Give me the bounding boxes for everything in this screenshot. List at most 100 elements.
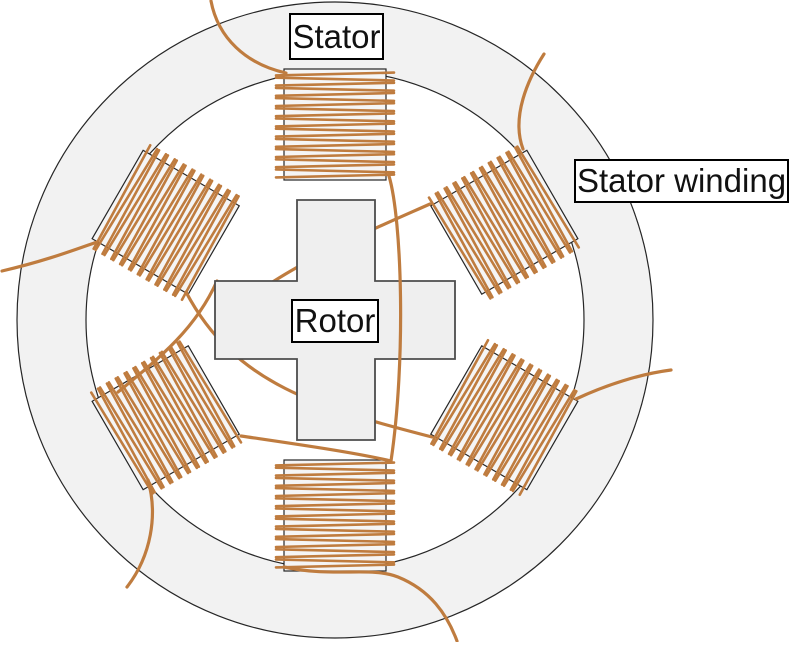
coil-turn (274, 137, 396, 143)
coil-turn (151, 355, 216, 459)
coil-turn (156, 183, 221, 287)
coil-turn (274, 173, 396, 179)
coil-turn (498, 155, 563, 259)
coil-turn (487, 161, 547, 268)
coil-turn (274, 127, 396, 133)
coil-turn (89, 391, 154, 495)
coil-turn (432, 342, 497, 447)
rotor-label-box (291, 299, 379, 343)
coil-lead-wire (0, 240, 99, 273)
coil-turn (491, 374, 552, 481)
coil-turn (138, 173, 203, 277)
coil-turn (518, 389, 578, 497)
coil-turn (118, 159, 179, 266)
coil-turn (149, 356, 209, 463)
coil-turn (274, 481, 396, 488)
coil-turn (114, 377, 174, 484)
coil-turn (123, 372, 183, 479)
coil-turn (173, 193, 238, 298)
coil-turn (274, 86, 396, 92)
stator-winding-label: Stator winding (577, 162, 786, 199)
coil-lead-wire (282, 565, 459, 643)
coil-turn (167, 346, 227, 453)
coil-turn (98, 386, 163, 490)
coil-turn (449, 353, 514, 457)
coil-turn (134, 365, 199, 470)
coil-turn (447, 349, 507, 456)
stator-winding-label-box (574, 159, 789, 203)
coil-turn (443, 187, 503, 294)
coil-turn (145, 174, 205, 281)
coil-turn (274, 522, 396, 528)
coil-lead-wire (184, 290, 434, 439)
coil-turn (101, 149, 161, 256)
coil-lead-wires-over (0, 0, 673, 643)
coil-turn (274, 76, 396, 82)
coil-turn (511, 388, 576, 493)
coil-turn (483, 369, 543, 476)
coil-turn (274, 553, 396, 559)
coil-turn (274, 517, 396, 523)
coil-turn (452, 182, 512, 289)
coil-turn (274, 537, 396, 544)
coil-turn (274, 71, 396, 77)
coil-turn (474, 364, 534, 471)
coil-turn (129, 168, 194, 272)
coil-turn (461, 177, 521, 284)
coil-turn (142, 360, 207, 465)
coil-turn (469, 171, 530, 279)
coil-turn (467, 363, 532, 467)
coil-turn (454, 181, 519, 285)
coil-turn (274, 563, 396, 569)
coil-turn (496, 156, 556, 263)
coil-turn (489, 160, 554, 264)
coil-turn (507, 150, 572, 254)
coil-turn (274, 466, 396, 472)
coil-turn (105, 382, 165, 489)
coil-turn (478, 166, 538, 274)
coil-turn (160, 350, 225, 454)
stator-winding-label-group: Stator winding (574, 159, 789, 203)
coil-turn (140, 361, 201, 469)
coil-turn (471, 170, 536, 275)
coil-turn (127, 164, 187, 271)
coil-turn (274, 81, 396, 87)
coil-turn (274, 152, 396, 159)
coil-turn (440, 347, 505, 452)
coil-turn (112, 158, 177, 262)
coil-turn (274, 117, 396, 123)
coil-turn (103, 152, 168, 257)
coil-turn (169, 345, 234, 449)
stator-pole (427, 145, 581, 300)
coil-turn (514, 146, 574, 253)
coil-turn (493, 378, 558, 482)
coil-turn (274, 101, 396, 108)
stator-label-group: Stator (289, 13, 384, 60)
coil-turn (274, 96, 396, 103)
coil-turn (147, 178, 212, 282)
coil-turn (274, 461, 396, 467)
coil-turn (465, 359, 525, 466)
coil-turn (176, 341, 236, 448)
coil-turn (94, 147, 159, 252)
coil-turn (274, 532, 396, 539)
coil-turn (274, 122, 396, 128)
coil-turn (274, 486, 396, 493)
coil-turn (116, 376, 181, 480)
coil-turn (125, 370, 190, 475)
stator-poles-layer (89, 68, 581, 572)
coil-turn (132, 366, 192, 474)
coil-turn (274, 476, 396, 482)
rotor-label-group: Rotor (291, 299, 379, 343)
coil-turn (178, 340, 243, 444)
coil-turn (500, 379, 560, 486)
coil-turn (430, 338, 490, 446)
coil-turn (163, 184, 223, 291)
coil-turn (480, 165, 545, 270)
coil-turn (274, 497, 396, 503)
coil-lead-wire (209, 0, 288, 75)
coil-lead-wire (116, 279, 219, 394)
coil-turn (180, 194, 240, 302)
